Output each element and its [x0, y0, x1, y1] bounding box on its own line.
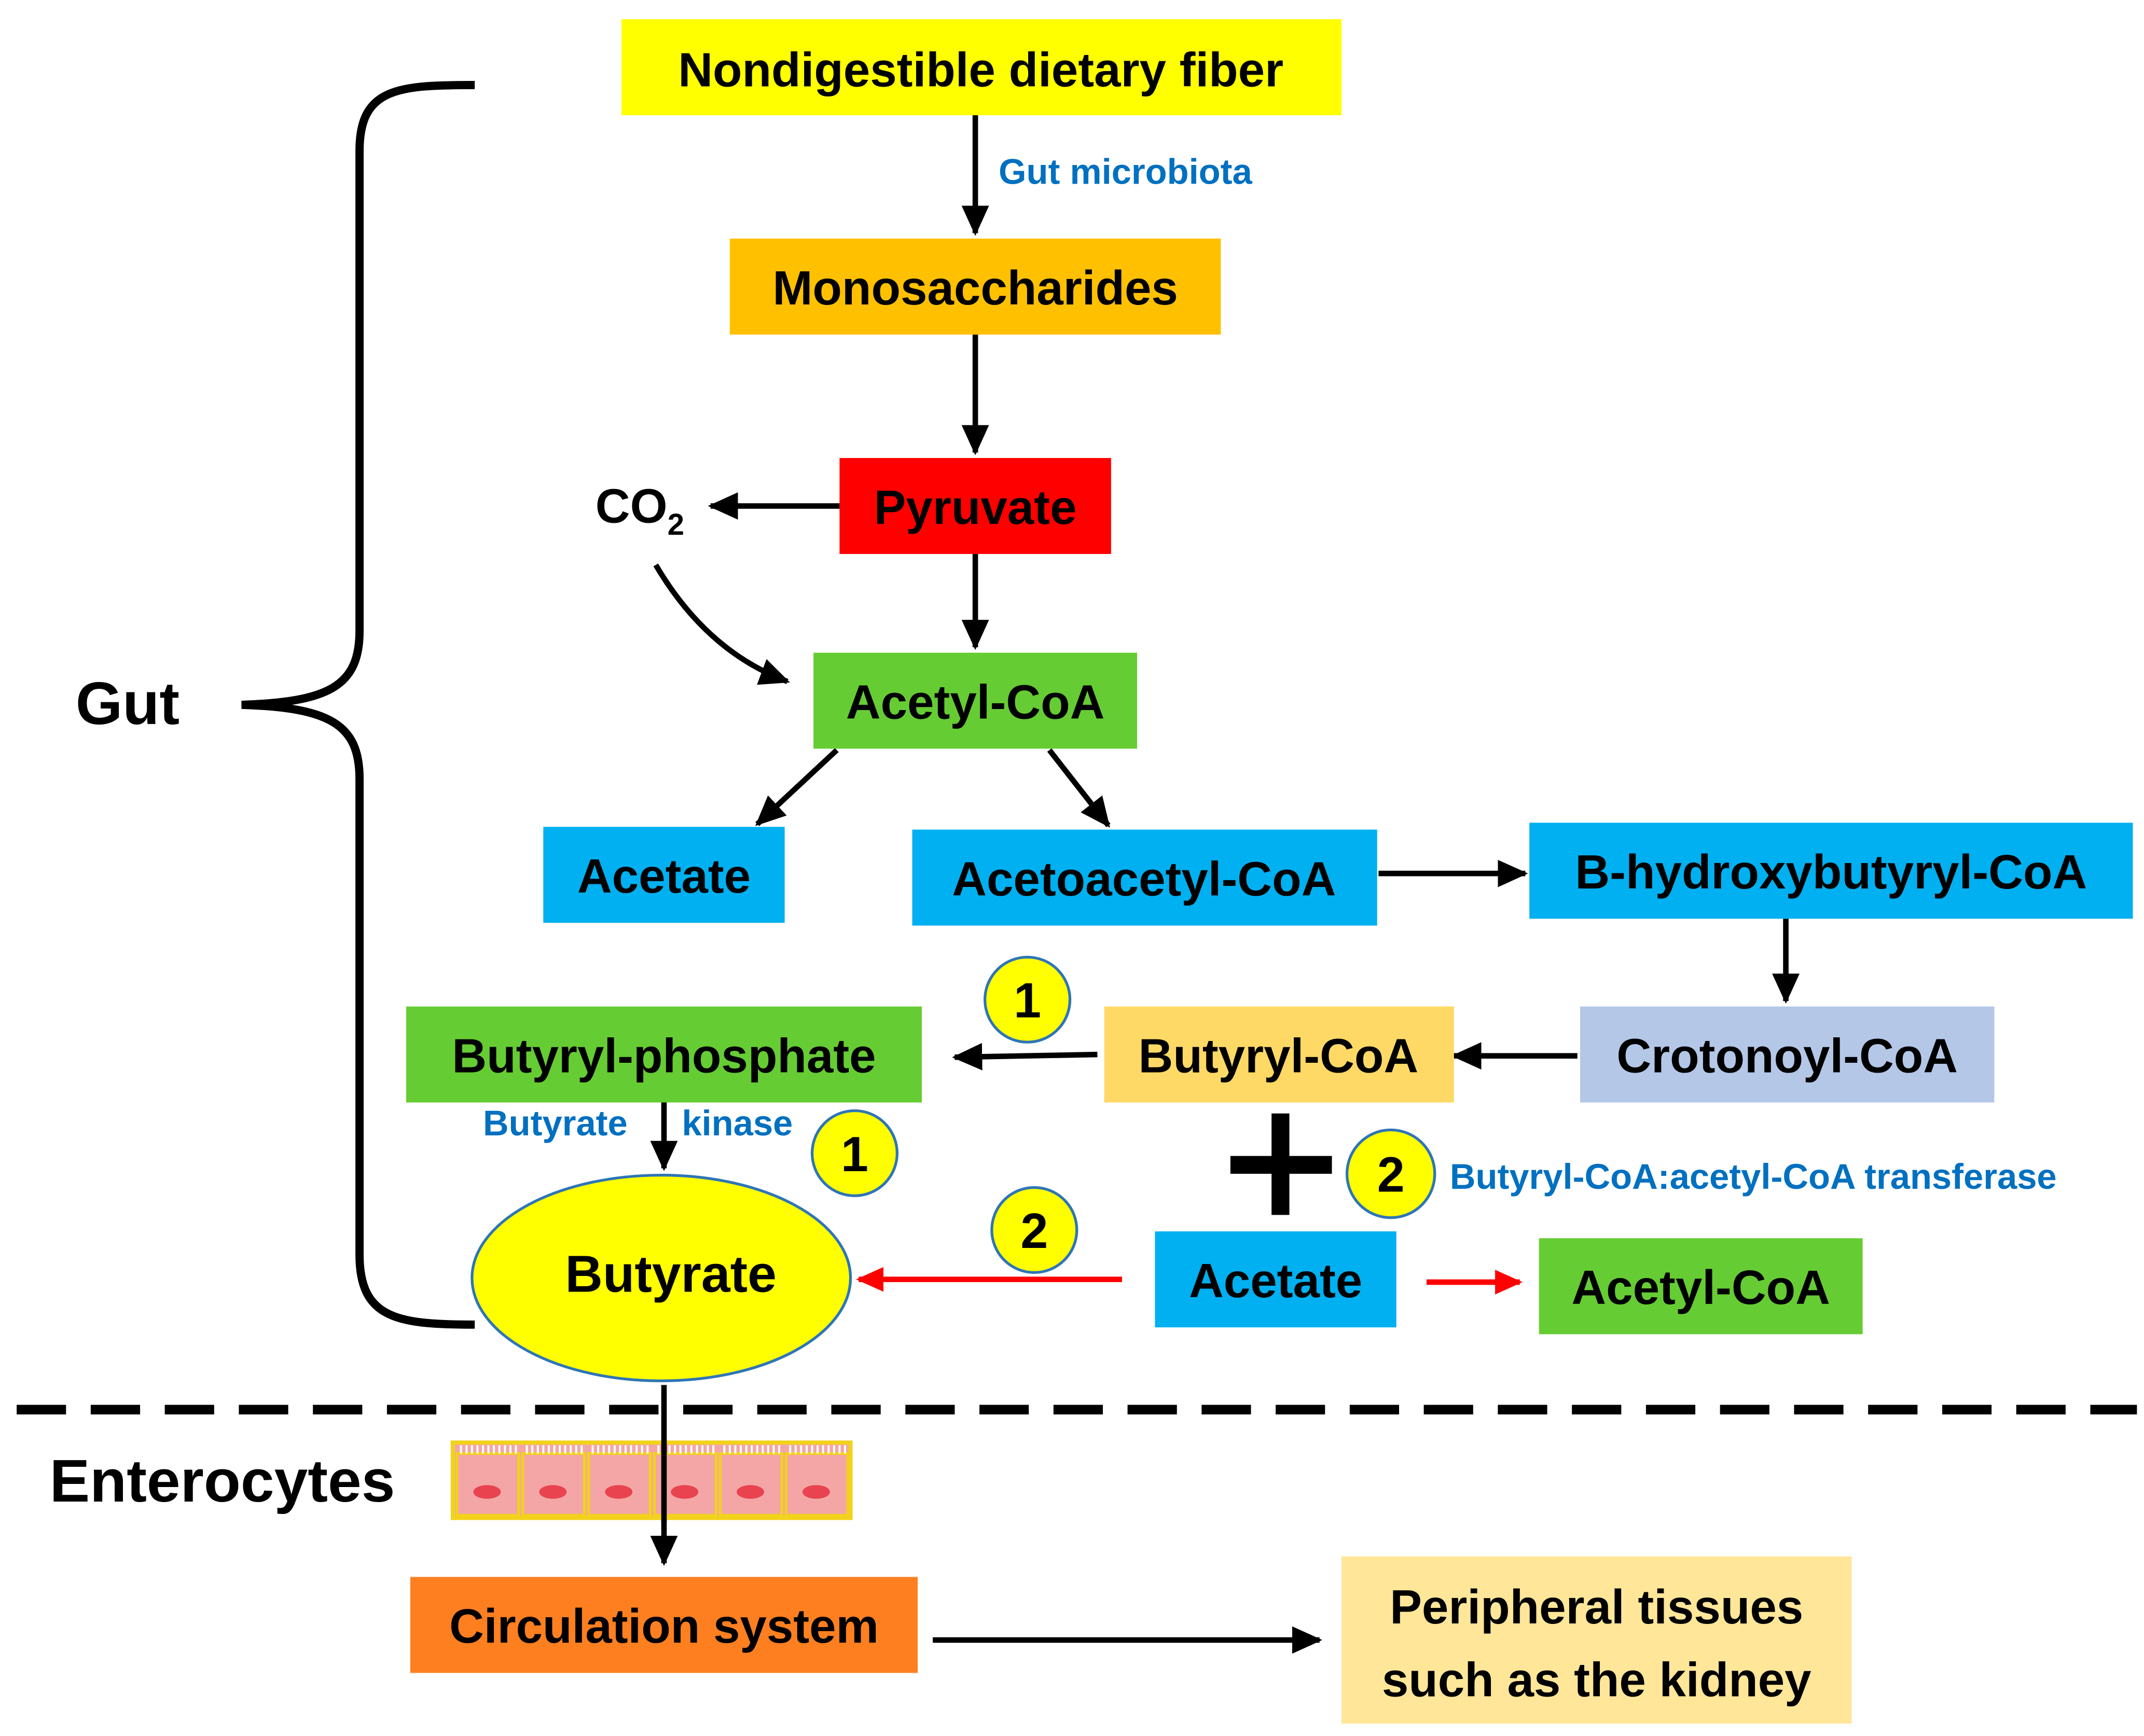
step-1-circle-bottom-shape	[810, 1109, 899, 1198]
node-acetyl-coa: Acetyl-CoA	[813, 652, 1138, 749]
enterocyte-cells	[450, 1440, 853, 1520]
node-fiber: Nondigestible dietary fiber	[621, 19, 1341, 116]
peripheral-text-line1: Peripheral tissues	[1390, 1580, 1803, 1634]
monosaccharides-box	[729, 239, 1221, 335]
peripheral-box	[1341, 1556, 1852, 1724]
enterocyte-nucleus	[671, 1485, 699, 1499]
enterocyte-cell	[718, 1452, 783, 1517]
node-butyryl-phosphate: Butyryl-phosphate	[406, 1006, 922, 1103]
arrow-acetyl-coa-to-acetate	[755, 748, 839, 826]
butyrate-kinase-label-b: kinase	[682, 1103, 793, 1143]
step-2-circle-right-shape	[1345, 1128, 1436, 1219]
gut-label: Gut	[76, 670, 179, 737]
butyryl-coa-text: Butyryl-CoA	[1139, 1029, 1419, 1082]
gut-microbiota-label: Gut microbiota	[999, 151, 1252, 191]
acetyl-coa-2-text: Acetyl-CoA	[1571, 1260, 1830, 1314]
butyryl-phosphate-box	[406, 1006, 922, 1103]
node-acetyl-coa-2: Acetyl-CoA	[1539, 1238, 1863, 1335]
node-butyrate: Butyrate	[471, 1174, 852, 1382]
node-pyruvate: Pyruvate	[839, 458, 1111, 554]
step-2-circle-right: 2	[1345, 1128, 1436, 1219]
plus-vertical	[1271, 1113, 1290, 1215]
arrow-co2-to-acetyl-coa	[653, 563, 790, 685]
node-co2: CO2	[596, 479, 684, 541]
enterocyte-cell	[587, 1452, 652, 1517]
circulation-box	[410, 1577, 918, 1673]
circulation-text: Circulation system	[449, 1599, 879, 1653]
step-1-top-number: 1	[1014, 974, 1041, 1029]
acetoacetyl-coa-text: Acetoacetyl-CoA	[952, 852, 1336, 906]
step-2-circle-left: 2	[990, 1186, 1078, 1274]
butyrate-text: Butyrate	[565, 1245, 777, 1303]
butyryl-coa-box	[1104, 1006, 1454, 1103]
red-arrows	[856, 1267, 1523, 1295]
enterocyte-cell	[784, 1452, 849, 1517]
step-1-bottom-number: 1	[841, 1127, 868, 1182]
step-2-left-number: 2	[1020, 1204, 1048, 1259]
butyryl-phosphate-text: Butyryl-phosphate	[452, 1029, 876, 1082]
node-monosaccharides: Monosaccharides	[729, 239, 1221, 335]
arrow-acetyl-coa-to-acetoacetyl-coa	[1047, 748, 1111, 828]
node-acetate-1: Acetate	[543, 827, 785, 923]
step-1-circle-bottom: 1	[810, 1109, 899, 1198]
co2-main: CO	[596, 479, 668, 533]
butyrate-kinase-label-a: Butyrate	[483, 1103, 628, 1143]
node-acetate-2: Acetate	[1155, 1231, 1396, 1328]
acetyl-coa-2-box	[1539, 1238, 1863, 1335]
enterocytes-label: Enterocytes	[50, 1447, 395, 1515]
monosaccharides-text: Monosaccharides	[772, 261, 1178, 315]
step-2-right-number: 2	[1377, 1147, 1405, 1202]
peripheral-text-line2: such as the kidney	[1382, 1652, 1811, 1706]
enterocyte-microvilli	[460, 1445, 846, 1454]
acetate-1-box	[543, 827, 785, 923]
gut-brace	[241, 80, 475, 1329]
enterocyte-cell	[521, 1452, 586, 1517]
enterocyte-nucleus	[803, 1485, 830, 1499]
enterocyte-nucleus	[539, 1485, 567, 1499]
node-peripheral: Peripheral tissues such as the kidney	[1341, 1556, 1852, 1724]
enterocyte-cell	[455, 1452, 520, 1517]
acetyl-coa-box	[813, 652, 1138, 749]
step-1-circle-top: 1	[983, 955, 1072, 1044]
crotonoyl-coa-box	[1580, 1006, 1995, 1103]
crotonoyl-coa-text: Crotonoyl-CoA	[1616, 1029, 1958, 1082]
butyrate-ellipse	[471, 1174, 852, 1382]
arrow-butyryl-coa-to-butyryl-phosphate	[952, 1043, 1098, 1071]
acetoacetyl-coa-box	[912, 829, 1377, 926]
acetate-2-text: Acetate	[1189, 1254, 1362, 1308]
node-b-hydroxybutyryl-coa: B-hydroxybutyryl-CoA	[1529, 823, 2133, 919]
acetyl-coa-text: Acetyl-CoA	[846, 675, 1105, 729]
node-butyryl-coa: Butyryl-CoA	[1104, 1006, 1454, 1103]
pyruvate-box	[839, 458, 1111, 554]
node-acetoacetyl-coa: Acetoacetyl-CoA	[912, 829, 1377, 926]
enterocyte-nucleus	[473, 1485, 501, 1499]
node-circulation: Circulation system	[410, 1577, 918, 1673]
b-hydroxybutyryl-coa-box	[1529, 823, 2133, 919]
step-1-circle-top-shape	[983, 955, 1072, 1044]
step-2-circle-left-shape	[990, 1186, 1078, 1274]
transferase-label: Butyryl-CoA:acetyl-CoA transferase	[1450, 1157, 2057, 1197]
plus-sign	[1230, 1113, 1332, 1215]
b-hydroxybutyryl-coa-text: B-hydroxybutyryl-CoA	[1575, 845, 2087, 899]
enterocyte-nucleus	[737, 1485, 764, 1499]
co2-text: CO2	[596, 479, 684, 541]
co2-subscript: 2	[668, 508, 684, 541]
acetate-2-box	[1155, 1231, 1396, 1328]
acetate-1-text: Acetate	[577, 849, 751, 903]
fiber-text: Nondigestible dietary fiber	[678, 43, 1283, 97]
enterocyte-nucleus	[605, 1485, 633, 1499]
node-crotonoyl-coa: Crotonoyl-CoA	[1580, 1006, 1995, 1103]
pyruvate-text: Pyruvate	[874, 480, 1077, 534]
fiber-box	[621, 19, 1341, 116]
